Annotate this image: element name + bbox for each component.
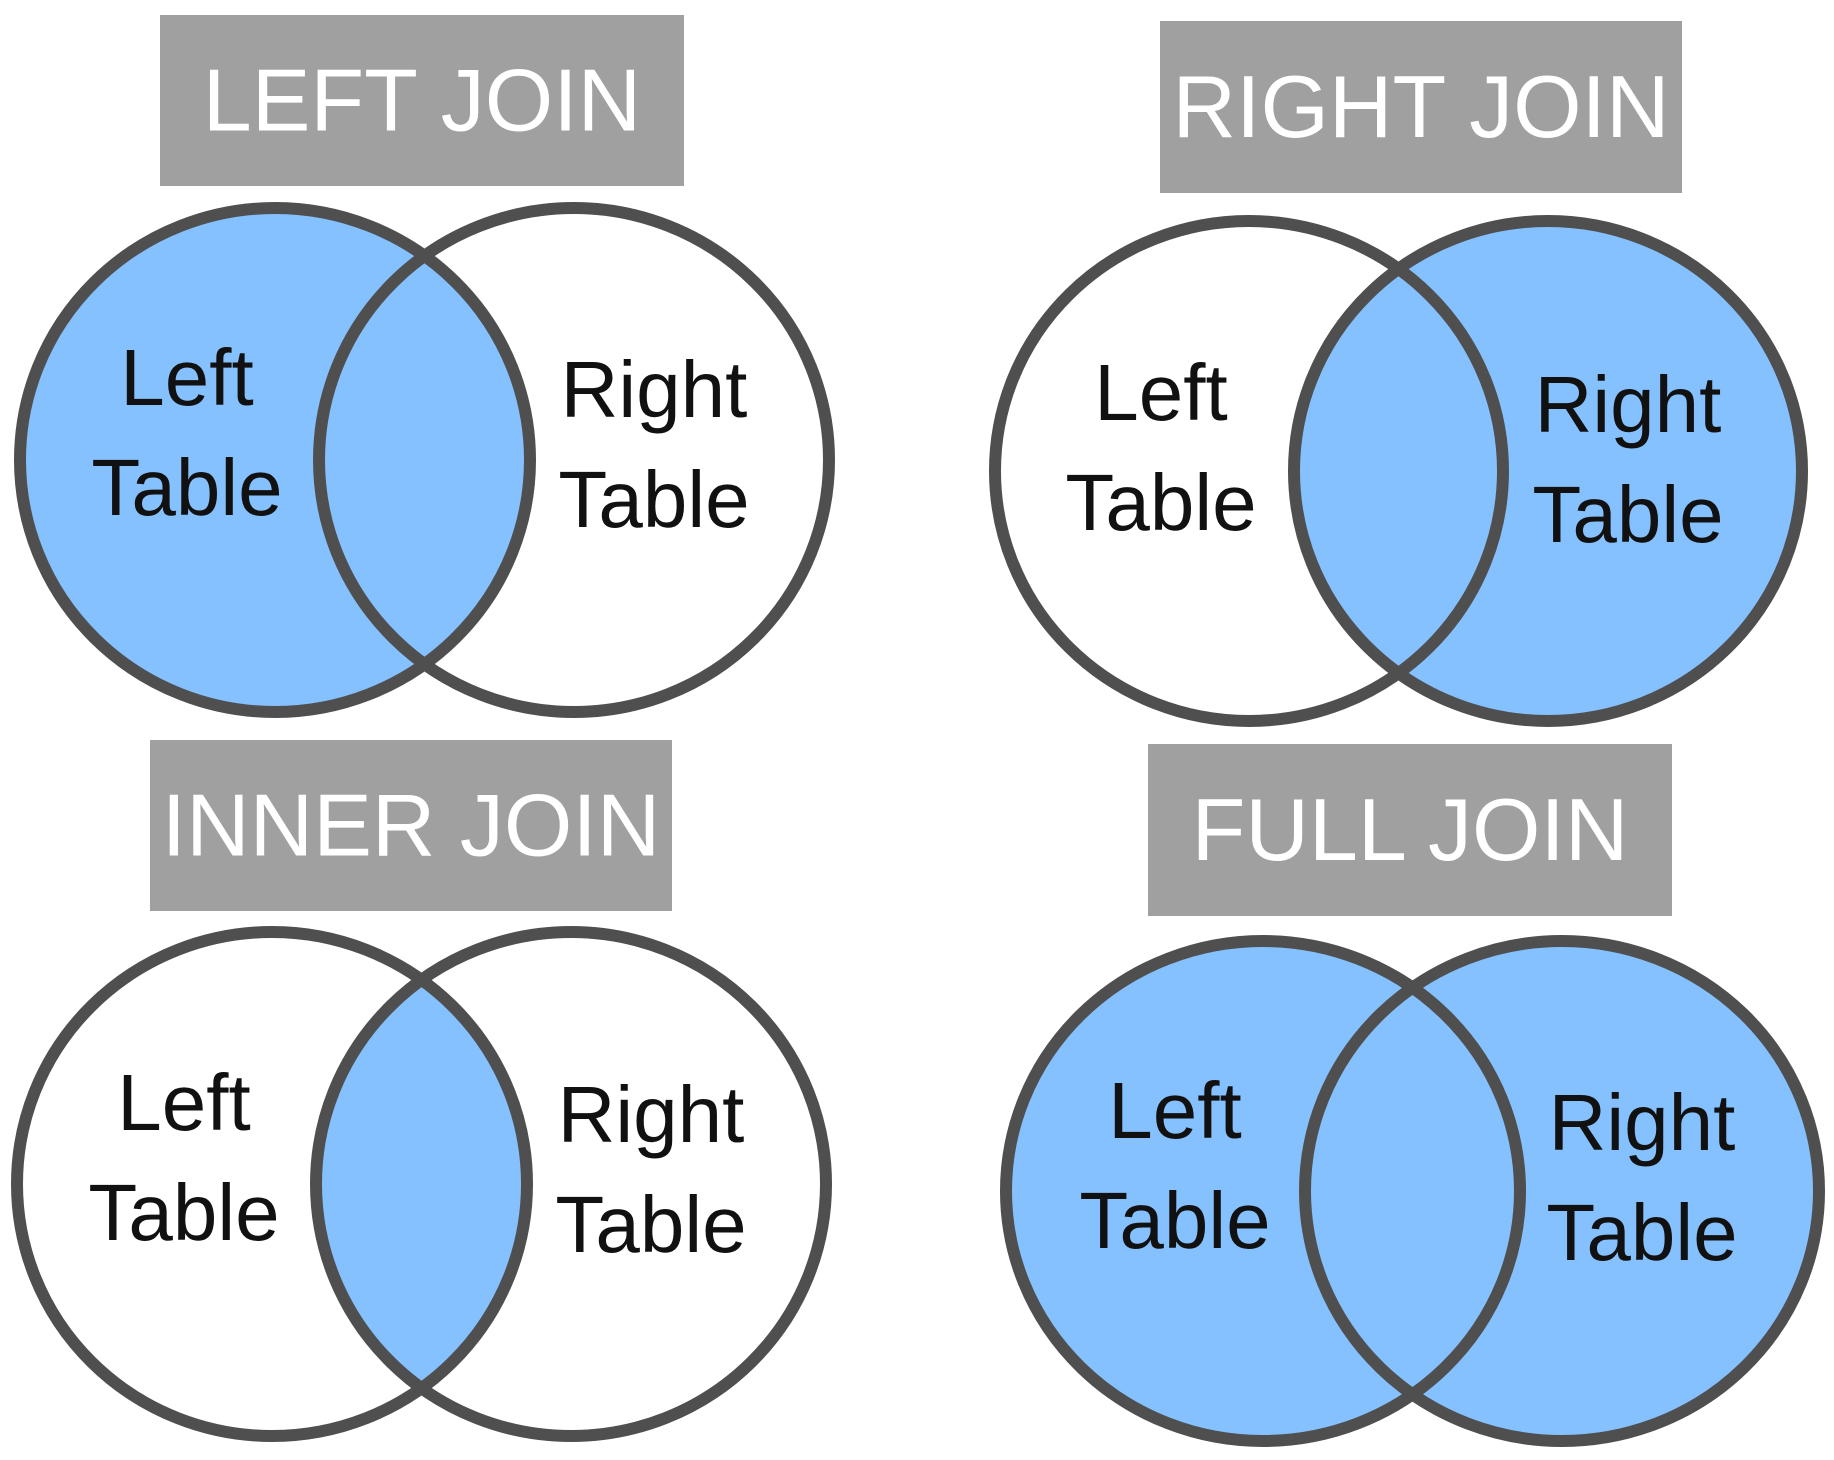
left-join-title: LEFT JOIN	[203, 51, 641, 150]
right-join-intersection-region	[1294, 221, 1503, 721]
inner-join-right-circle	[310, 926, 832, 1442]
full-join-title-banner	[1148, 744, 1672, 916]
right-join-right-circle	[1288, 215, 1808, 727]
right-join-right-label-line-1: Right	[1535, 360, 1722, 449]
full-join-right-label-line-2: Table	[1546, 1188, 1737, 1277]
full-join-left-circle	[1000, 935, 1526, 1447]
inner-join-right-label-line-1: Right	[558, 1070, 745, 1159]
left-join-left-label-line-2: Table	[91, 443, 282, 532]
inner-join-left-label-line-2: Table	[88, 1168, 279, 1257]
left-join-left-label-line-1: Left	[120, 333, 253, 422]
inner-join-title: INNER JOIN	[162, 776, 661, 875]
right-join-title: RIGHT JOIN	[1172, 57, 1669, 156]
left-join-right-label-line-1: Right	[561, 345, 748, 434]
inner-join-intersection-region	[316, 932, 527, 1436]
right-join-right-label-line-2: Table	[1532, 470, 1723, 559]
inner-join-left-label-line-1: Left	[117, 1058, 250, 1147]
inner-join-title-banner	[150, 740, 672, 911]
full-join-intersection-region	[1305, 941, 1520, 1441]
full-join-left-label-line-2: Table	[1079, 1176, 1270, 1265]
full-join-title: FULL JOIN	[1192, 780, 1629, 879]
right-join-title-banner	[1160, 21, 1682, 193]
left-join-right-label-line-2: Table	[558, 455, 749, 544]
left-join-right-circle	[313, 202, 835, 718]
left-join-left-circle	[14, 202, 536, 718]
full-join-left-label-line-1: Left	[1108, 1066, 1241, 1155]
inner-join-left-circle	[11, 926, 533, 1442]
left-join-intersection-region	[319, 208, 530, 712]
right-join-left-label-line-1: Left	[1094, 348, 1227, 437]
left-join-title-banner	[160, 15, 684, 186]
right-join-left-circle	[989, 215, 1509, 727]
full-join-right-label-line-1: Right	[1549, 1078, 1736, 1167]
inner-join-right-label-line-2: Table	[555, 1180, 746, 1269]
right-join-left-label-line-2: Table	[1065, 458, 1256, 547]
full-join-right-circle	[1299, 935, 1825, 1447]
